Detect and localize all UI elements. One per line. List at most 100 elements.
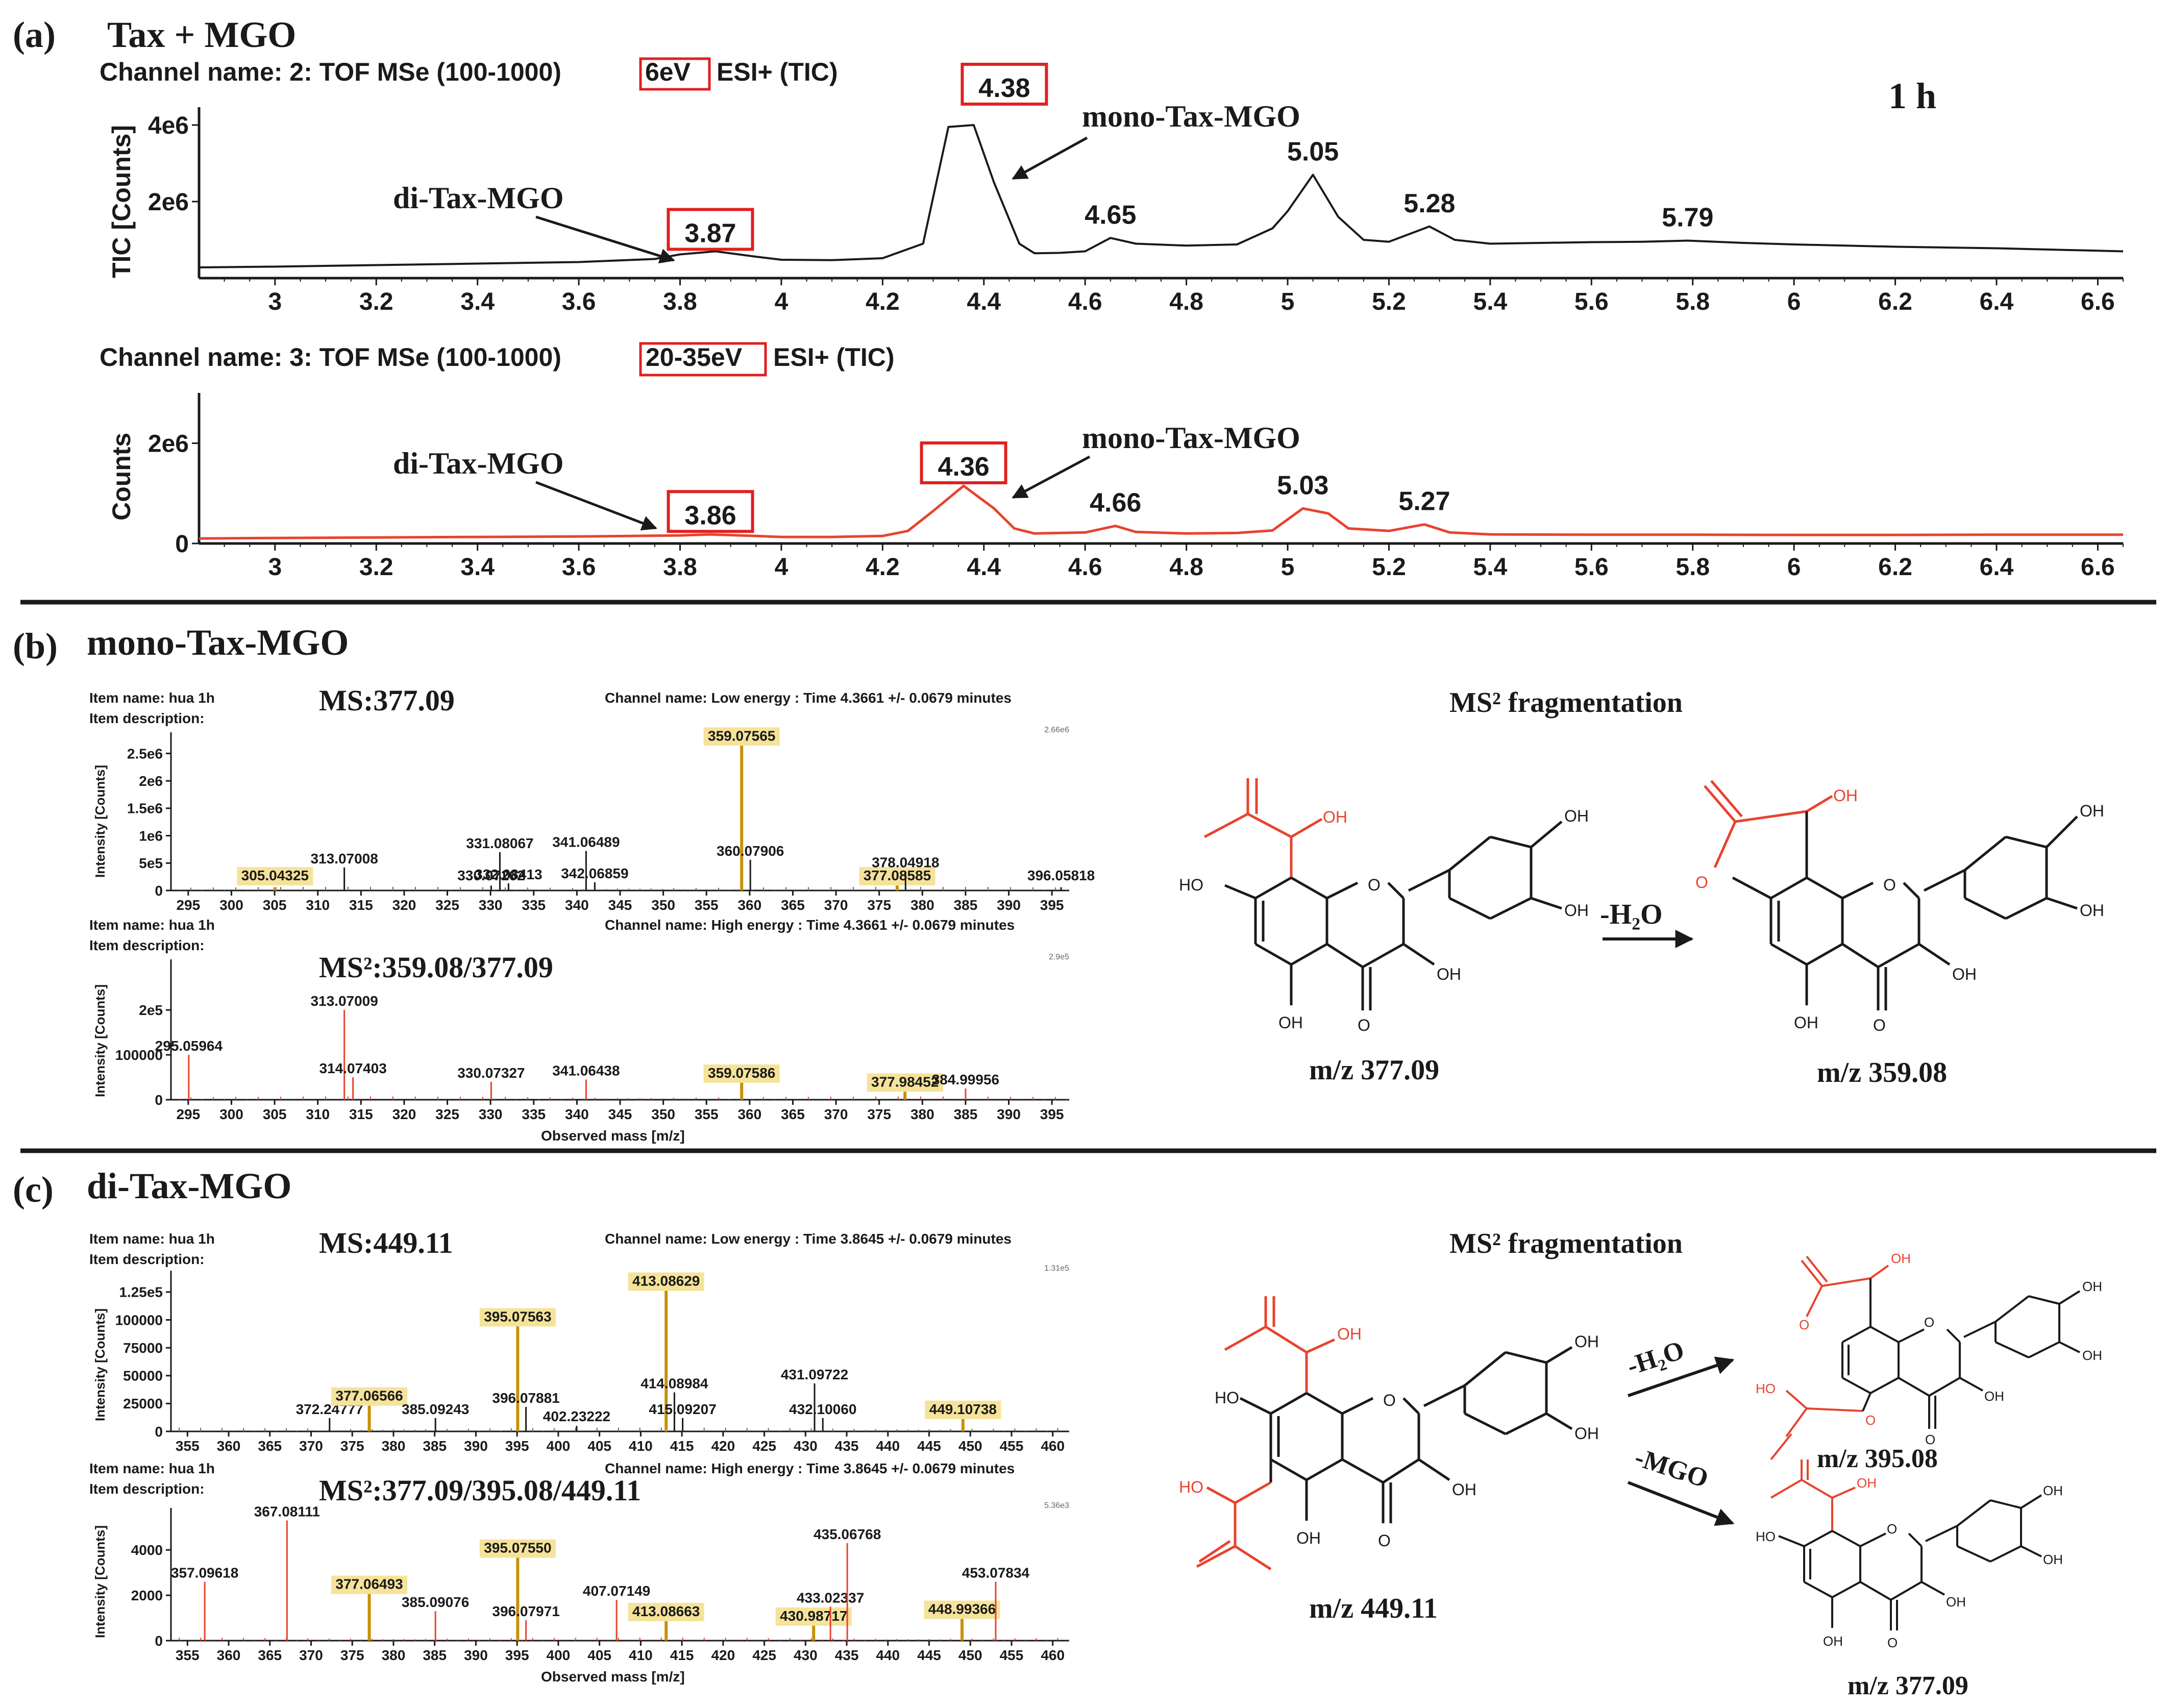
x-tick-label: 365 <box>258 1438 282 1454</box>
arrow-mono-bottom <box>1012 455 1091 499</box>
x-tick-label: 330 <box>479 1106 503 1122</box>
x-tick-label: 340 <box>565 1106 589 1122</box>
peak-label: 378.04918 <box>872 854 939 870</box>
x-tick-label: 355 <box>176 1647 200 1663</box>
peak-label: 377.06493 <box>335 1576 403 1592</box>
x-tick-label: 5 <box>1281 554 1295 581</box>
peak-label: 313.07009 <box>310 993 378 1009</box>
channel3-box <box>639 342 767 377</box>
y-tick-label: 2e6 <box>148 189 189 216</box>
ylabel-top: TIC [Counts] <box>107 125 136 278</box>
channel3-prefix: Channel name: 3: TOF MSe (100-1000) <box>100 343 561 372</box>
peak-label: 396.05818 <box>1027 868 1095 883</box>
x-tick-label: 385 <box>423 1438 447 1454</box>
panel-a-label: (a) <box>13 14 56 55</box>
b-item-desc-2: Item description: <box>89 937 205 953</box>
arrow-mono-top <box>1012 136 1088 180</box>
y-tick-label: 1.5e6 <box>127 801 163 816</box>
svg-text:HO: HO <box>1756 1381 1776 1396</box>
svg-text:O: O <box>1873 1016 1886 1034</box>
x-tick-label: 375 <box>340 1647 364 1663</box>
peak-label: 5.27 <box>1398 487 1450 516</box>
x-tick-label: 355 <box>176 1438 200 1454</box>
x-tick-label: 460 <box>1041 1438 1065 1454</box>
x-tick-label: 425 <box>752 1647 776 1663</box>
corner-scale-label: 1.31e5 <box>1044 1264 1069 1273</box>
x-tick-label: 6 <box>1787 288 1801 315</box>
x-tick-label: 380 <box>382 1647 406 1663</box>
x-tick-label: 4.8 <box>1169 288 1203 315</box>
x-tick-label: 365 <box>781 1106 805 1122</box>
svg-text:OH: OH <box>2043 1552 2063 1567</box>
y-tick-label: 1e6 <box>139 828 163 844</box>
peak-label: 5.03 <box>1277 471 1328 500</box>
x-tick-label: 425 <box>752 1438 776 1454</box>
y-tick-label: 50000 <box>123 1368 163 1384</box>
x-tick-label: 4.6 <box>1068 288 1102 315</box>
peak-label: 435.06768 <box>814 1526 881 1542</box>
svg-text:O: O <box>1887 1521 1897 1537</box>
x-tick-label: 370 <box>299 1438 323 1454</box>
x-tick-label: 385 <box>423 1647 447 1663</box>
peak-highlight <box>775 1607 852 1626</box>
peak-highlight <box>628 1272 704 1291</box>
svg-text:O: O <box>1383 1391 1396 1409</box>
c-item-desc-2: Item description: <box>89 1481 205 1497</box>
x-tick-label: 5.2 <box>1372 554 1406 581</box>
x-tick-label: 360 <box>217 1647 241 1663</box>
peak-label: 4.36 <box>938 452 989 482</box>
svg-text:OH: OH <box>1452 1480 1476 1499</box>
structure-395: OH O HO O O O OH OH OH <box>1756 1251 2102 1461</box>
peak-label: 395.07550 <box>484 1540 551 1556</box>
peak-label: 413.08663 <box>632 1603 700 1619</box>
x-tick-label: 345 <box>608 897 632 913</box>
c-reaction-1: -H₂O <box>1623 1335 1688 1381</box>
svg-text:OH: OH <box>1574 1424 1599 1443</box>
panel-a-time-label: 1 h <box>1888 76 1936 116</box>
x-tick-label: 6.4 <box>1980 288 2014 315</box>
x-tick-label: 6 <box>1787 554 1801 581</box>
peak-highlight <box>479 1539 556 1558</box>
x-tick-label: 330 <box>479 897 503 913</box>
annotation-di-bottom: di-Tax-MGO <box>393 447 563 480</box>
x-tick-label: 395 <box>505 1438 529 1454</box>
x-tick-label: 395 <box>1040 897 1064 913</box>
x-tick-label: 360 <box>737 1106 761 1122</box>
b-item-name-2: Item name: hua 1h <box>89 917 215 933</box>
peak-highlight <box>628 1603 704 1621</box>
y-tick-label: 4e6 <box>148 112 189 139</box>
x-tick-label: 410 <box>629 1647 653 1663</box>
x-tick-label: 360 <box>737 897 761 913</box>
peak-label: 367.08111 <box>254 1503 320 1519</box>
c-reaction-arrow-1 <box>1628 1356 1735 1397</box>
peak-highlight <box>331 1575 408 1594</box>
c-ms-title: MS:449.11 <box>319 1226 453 1259</box>
x-tick-label: 400 <box>547 1647 571 1663</box>
peak-label: 5.28 <box>1403 189 1455 218</box>
x-tick-label: 5.6 <box>1574 554 1609 581</box>
y-tick-label: 2e5 <box>139 1002 163 1018</box>
x-tick-label: 430 <box>794 1647 818 1663</box>
svg-text:O: O <box>1378 1531 1391 1550</box>
peak-highlight <box>925 1400 1001 1419</box>
x-tick-label: 440 <box>876 1647 900 1663</box>
peak-label: 385.09243 <box>402 1401 469 1417</box>
x-tick-label: 6.6 <box>2081 554 2115 581</box>
y-tick-label: 75000 <box>123 1340 163 1356</box>
x-tick-label: 4.6 <box>1068 554 1102 581</box>
x-tick-label: 6.2 <box>1878 288 1912 315</box>
corner-scale-label: 2.9e5 <box>1049 953 1069 961</box>
b-xlabel: Observed mass [m/z] <box>541 1128 685 1144</box>
x-tick-label: 450 <box>958 1438 982 1454</box>
x-tick-label: 3.2 <box>359 554 393 581</box>
peak-label: 295.05964 <box>155 1038 223 1054</box>
structure-449: OH HO HO O OH O OH OH OH <box>1179 1296 1599 1571</box>
b-reaction: -H₂O <box>1600 899 1663 930</box>
x-tick-label: 355 <box>695 897 719 913</box>
peak-label: 377.08585 <box>864 868 931 883</box>
